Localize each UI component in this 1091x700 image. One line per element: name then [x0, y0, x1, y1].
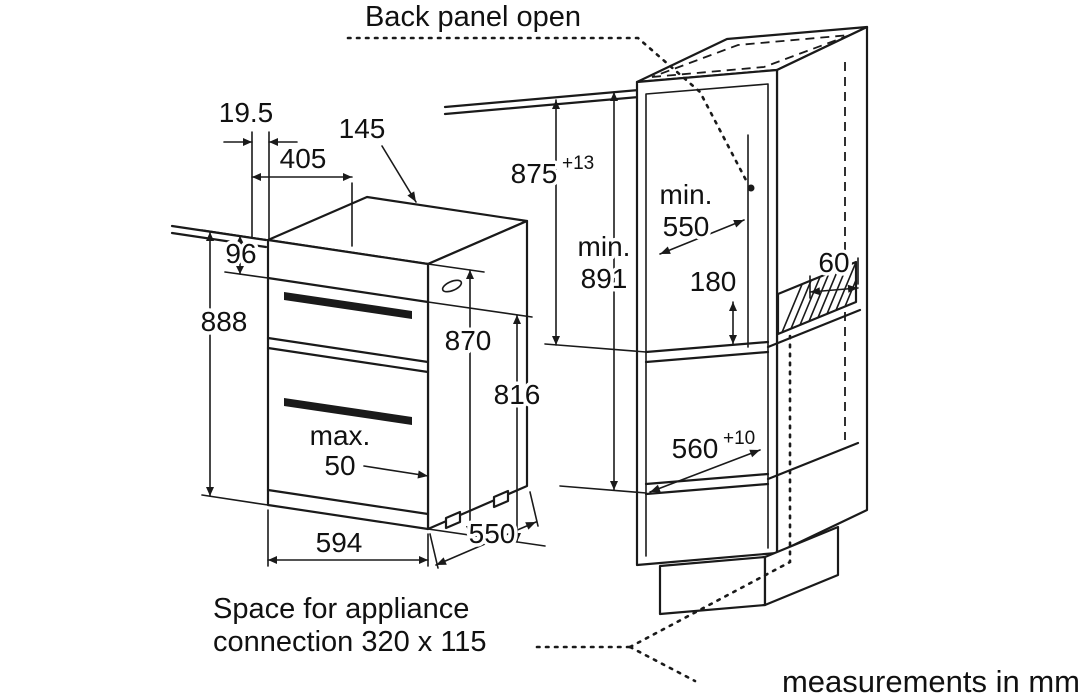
dotted-leaders [346, 36, 792, 683]
dim-connection-offset-label: 180 [690, 266, 737, 297]
arrowhead [810, 287, 821, 296]
dim-min-depth-line [659, 219, 745, 255]
arrowhead [269, 138, 278, 146]
note-line-2: connection 320 x 115 [213, 626, 487, 658]
arrowhead [268, 556, 277, 564]
arrowhead [610, 92, 618, 101]
dim-max-protrusion-label-word: max. [310, 420, 371, 451]
arrowhead [407, 191, 416, 202]
note-line-1: Space for appliance [213, 593, 469, 625]
dim-min-depth-word: min. [660, 179, 713, 210]
arrowhead [236, 236, 244, 244]
arrowhead [660, 246, 671, 254]
arrowhead [525, 522, 536, 530]
oven-side-face [426, 219, 529, 531]
captions: Back panel open Space for appliance conn… [210, 0, 1084, 700]
arrowhead [610, 481, 618, 490]
dim-body-height-label: 870 [445, 325, 492, 356]
arrowhead [252, 173, 261, 181]
dim-control-height-label: 96 [225, 238, 256, 269]
dim-cutout-width-label: 60 [818, 247, 849, 278]
dim-depth-label: 550 [469, 518, 516, 549]
arrowhead [243, 138, 252, 146]
cabinet-inner-frame [645, 83, 769, 557]
connection-cutout-hatch-area [776, 260, 858, 336]
dim-total-height-label: 888 [201, 306, 248, 337]
dim-niche-height-tolerance: +13 [562, 153, 594, 174]
cabinet-plinth-front [658, 555, 767, 616]
footer-note: measurements in mm [782, 664, 1080, 699]
cabinet-plinth-side [763, 525, 840, 607]
arrowhead [552, 336, 560, 345]
oven-control-panel-line [266, 276, 430, 304]
cabinet-drawing [443, 25, 869, 616]
oven-drawing [170, 195, 529, 531]
arrowhead [552, 100, 560, 109]
cabinet-top-inset-dashed [651, 34, 851, 78]
arrowhead [206, 487, 214, 496]
oven-door-gap-lines [266, 336, 430, 374]
oven-base-line [266, 488, 430, 516]
dim-control-depth-label: 145 [339, 113, 386, 144]
arrowhead [513, 533, 521, 542]
dim-niche-height-label: 875 [511, 158, 558, 189]
dim-max-protrusion-label-value: 50 [324, 450, 355, 481]
dim-depth-line [435, 521, 537, 566]
cabinet-extension-lines [544, 257, 859, 494]
arrowhead [466, 270, 474, 279]
arrowhead [513, 315, 521, 324]
dim-top-depth-label: 405 [280, 143, 327, 174]
arrowhead [729, 335, 737, 344]
dim-control-depth-leader [381, 145, 417, 203]
dim-min-height-word: min. [578, 231, 631, 262]
oven-main-door-handle [284, 398, 412, 425]
arrowhead [343, 173, 352, 181]
footer-leader [628, 645, 697, 683]
dim-lower-height-label: 816 [494, 379, 541, 410]
arrowhead [236, 266, 244, 274]
dim-max-protrusion-leader [363, 465, 429, 477]
arrowhead [419, 556, 428, 564]
arrowhead [729, 302, 737, 311]
arrowhead [466, 526, 474, 535]
cabinet-worktop-edge [443, 88, 641, 116]
oven-foot-back [492, 489, 510, 509]
oven-side-grip [441, 279, 463, 293]
arrowhead [206, 232, 214, 241]
dim-width-label: 594 [316, 527, 363, 558]
arrowhead [436, 557, 447, 565]
connection-cutout-leader [628, 334, 792, 649]
oven-front-face [266, 238, 430, 531]
arrowhead [847, 284, 858, 293]
dim-niche-depth-line [649, 449, 761, 493]
cabinet-bottom-shelf [644, 441, 860, 496]
dim-min-depth-value: 550 [663, 211, 710, 242]
oven-foot-front [444, 510, 462, 530]
back-panel-leader [346, 36, 750, 186]
oven-extension-lines [201, 131, 546, 569]
arrowhead [749, 449, 760, 458]
dim-min-height-value: 891 [581, 263, 628, 294]
oven-dimensions: 19.5 405 145 96 888 870 816 max. 50 [197, 94, 546, 569]
dim-niche-depth-tolerance: +10 [723, 428, 755, 449]
oven-top-door-handle [284, 292, 412, 319]
arrowhead [733, 220, 744, 228]
cabinet-dimensions: 875 +13 min. 891 min. 550 180 60 560 +10 [507, 91, 859, 494]
diagram-title: Back panel open [365, 1, 581, 33]
dim-overhang-label: 19.5 [219, 97, 274, 128]
arrowhead [650, 484, 661, 493]
mains-connection-dot [747, 184, 755, 192]
arrowhead [417, 470, 428, 479]
dim-niche-depth-label: 560 [672, 433, 719, 464]
